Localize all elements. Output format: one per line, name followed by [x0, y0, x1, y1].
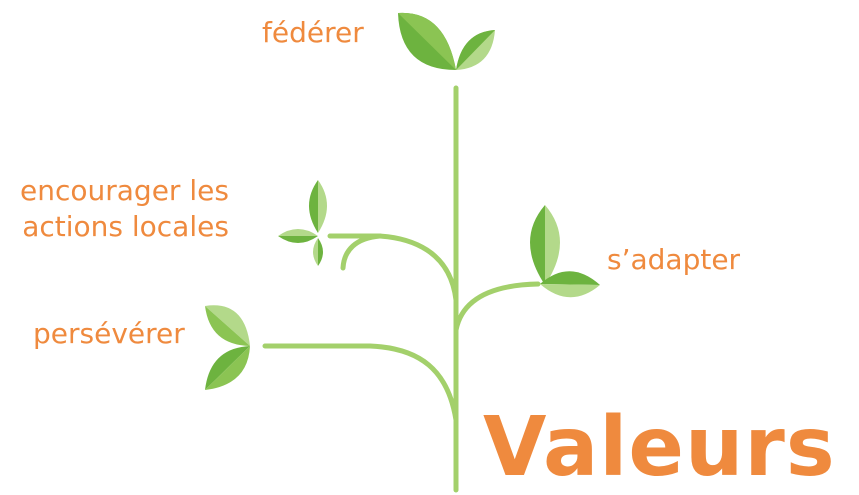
label-perseverer: persévérer	[33, 317, 185, 350]
branch-adapter	[453, 281, 541, 333]
branch-encourager-curl	[340, 233, 383, 271]
leaf-adapter-upper-right	[545, 205, 560, 285]
leaf-encourager-bottom-right	[318, 238, 323, 266]
leaf-adapter-lower-top	[540, 271, 600, 285]
leaf-group-adapter	[530, 205, 600, 298]
leaf-perseverer-upper-bottom	[205, 306, 250, 346]
leaf-adapter-lower-bottom	[540, 284, 600, 298]
label-federer: fédérer	[262, 16, 364, 49]
label-encourager-line-1: encourager les	[20, 174, 229, 207]
leaf-encourager-left-top	[278, 229, 318, 236]
stems	[262, 85, 541, 493]
branch-encourager	[327, 233, 459, 303]
label-adapter: s’adapter	[607, 243, 741, 276]
leaf-encourager-top-right	[318, 180, 327, 233]
leaf-group-encourager	[278, 180, 327, 266]
label-encourager-line-2: actions locales	[22, 210, 229, 243]
leaf-encourager-left-bottom	[278, 236, 318, 243]
label-encourager: encourager les actions locales	[20, 173, 229, 245]
leaf-group-perseverer	[205, 305, 250, 390]
leaf-group-federer	[398, 12, 495, 70]
leaf-encourager-bottom-left	[313, 238, 318, 266]
leaf-adapter-upper-left	[530, 205, 545, 285]
leaf-perseverer-upper-top	[205, 305, 250, 346]
leaf-federer-left-highlight	[398, 12, 456, 70]
leaf-encourager-top-left	[309, 180, 318, 233]
leaf-perseverer-lower-bottom	[205, 346, 250, 390]
branch-perseverer	[262, 343, 459, 423]
title-valeurs: Valeurs	[483, 400, 836, 495]
leaf-federer-right-dark	[456, 30, 495, 70]
